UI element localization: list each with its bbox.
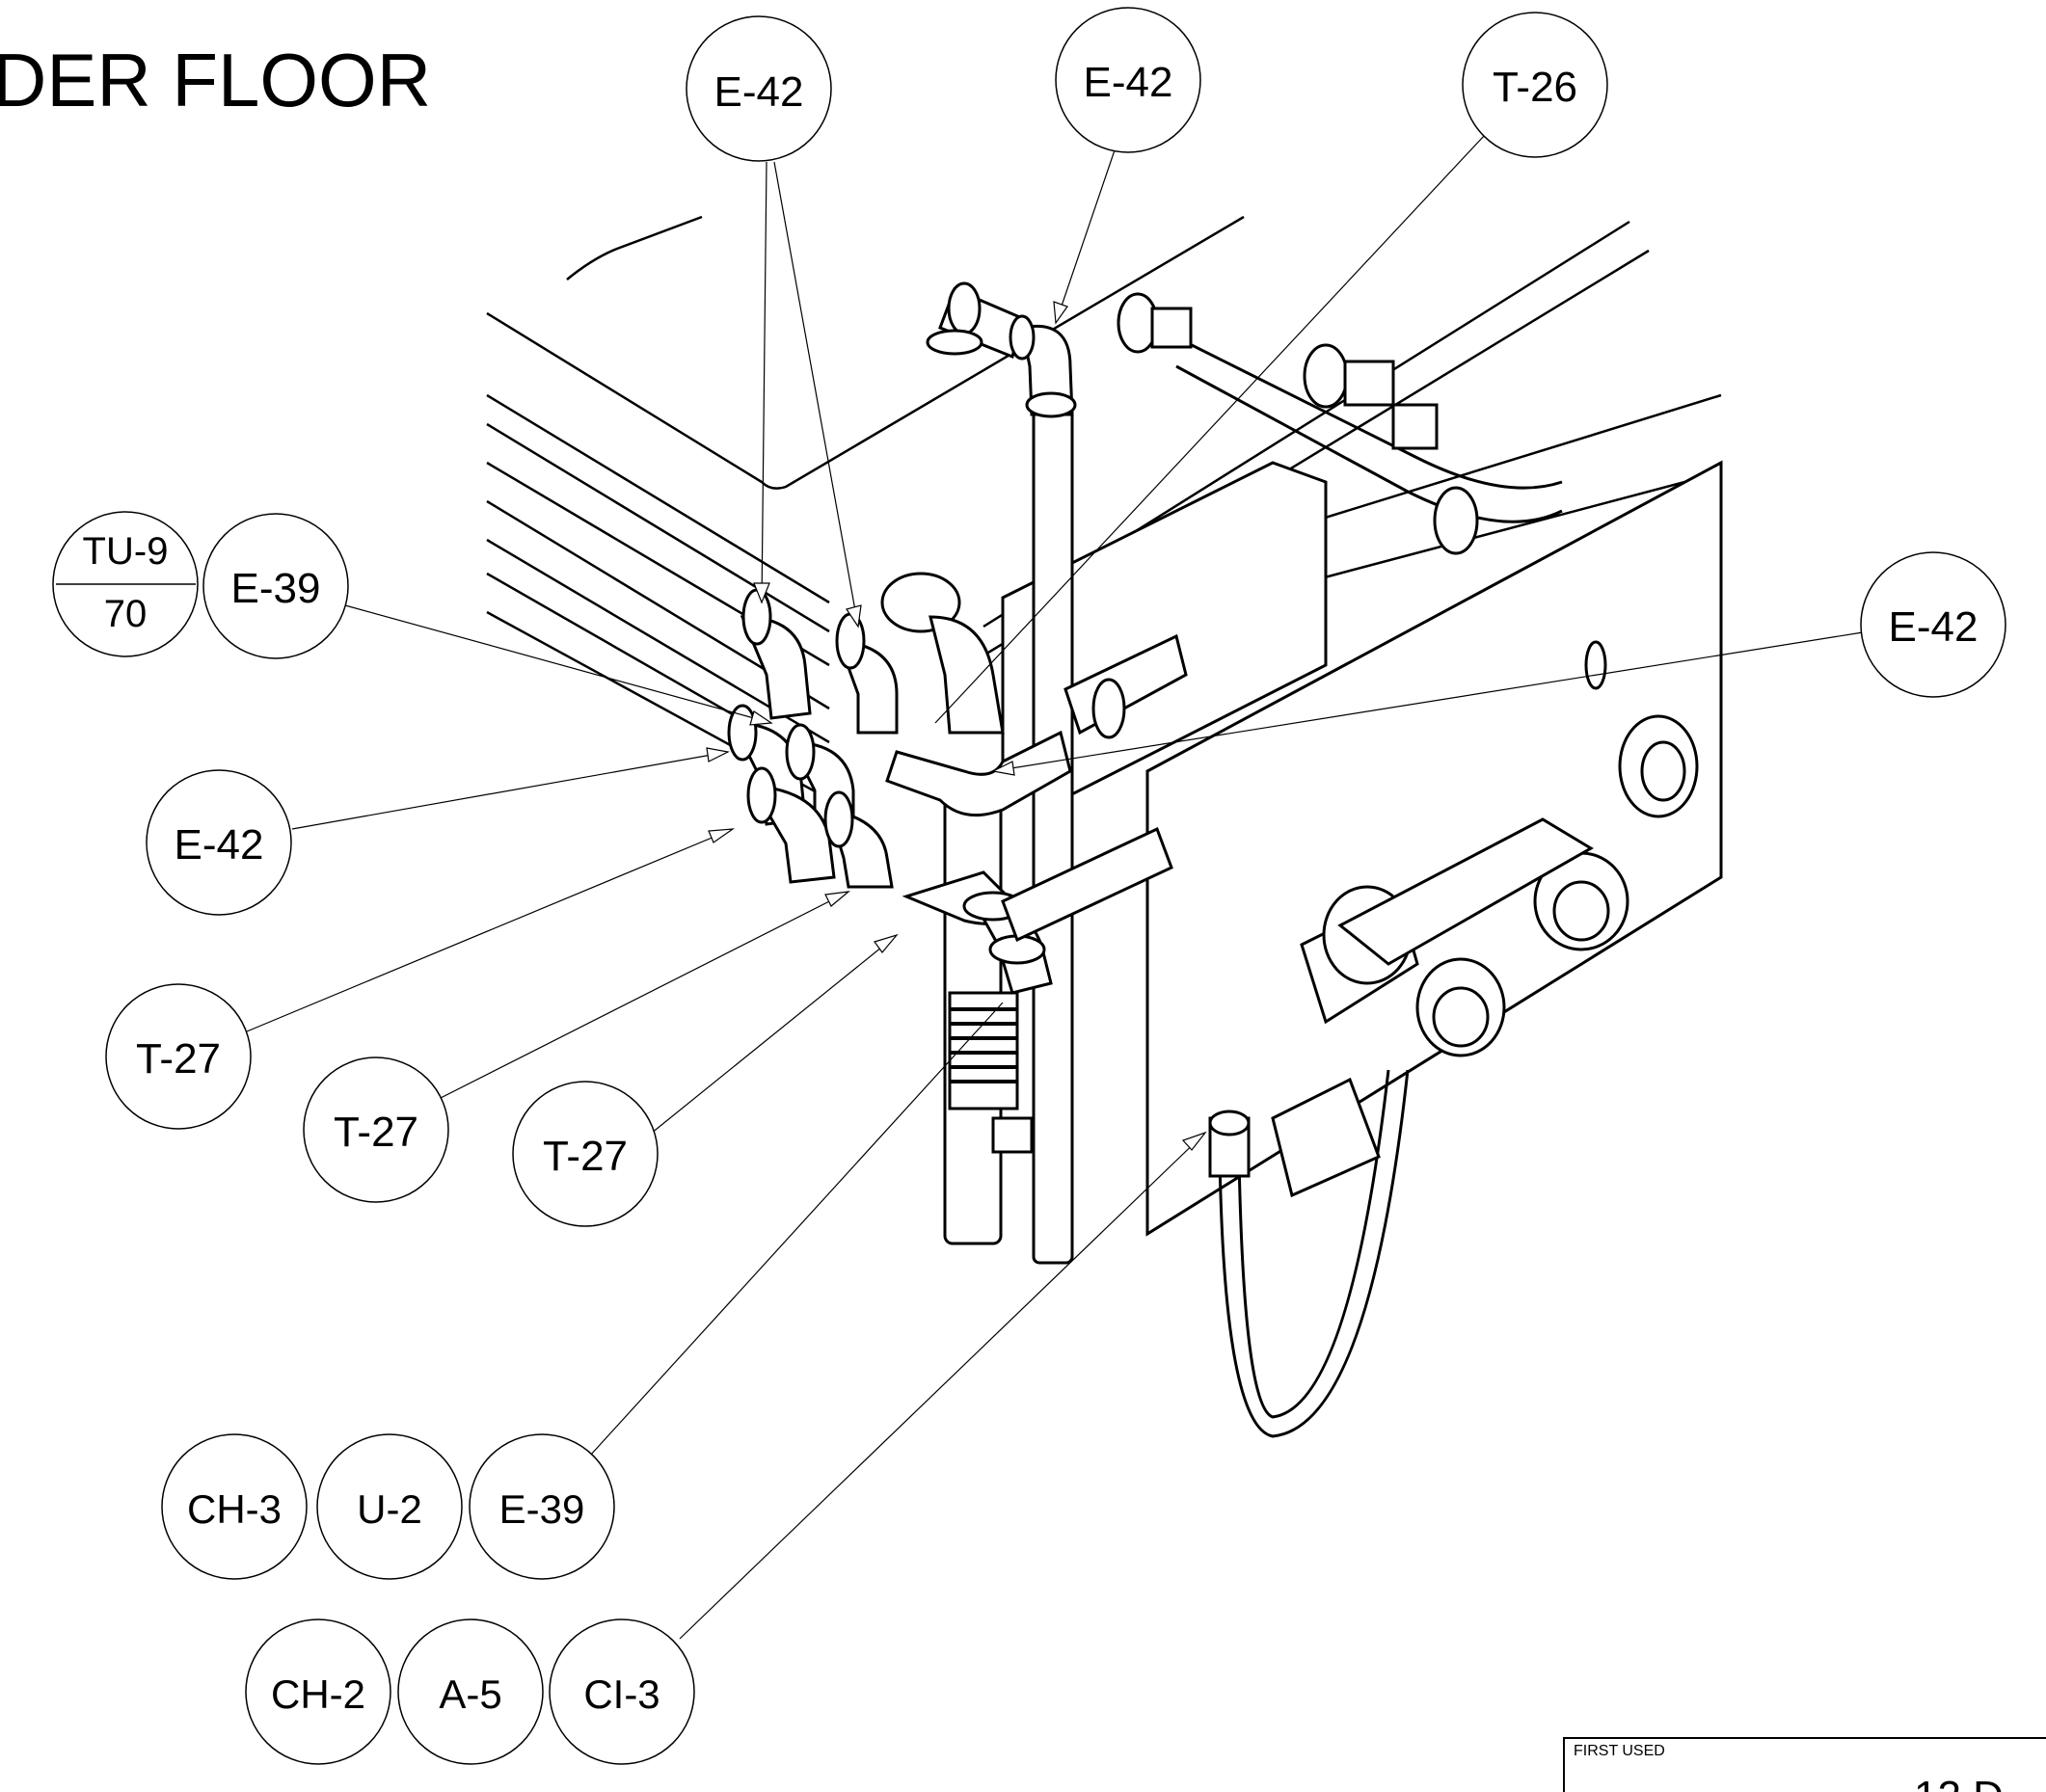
callout-e42-right: E-42: [1860, 551, 2006, 698]
callout-e42-top-middle: E-42: [1055, 7, 1201, 153]
upper-hoses: [1117, 292, 1563, 555]
svg-text:E-39: E-39: [499, 1486, 585, 1532]
callout-t27-right: T-27: [512, 1081, 659, 1227]
drawing-title: DER FLOOR: [0, 38, 431, 122]
callout-e42-top-left: E-42: [686, 15, 832, 162]
svg-text:CH-2: CH-2: [271, 1672, 365, 1717]
svg-text:T-26: T-26: [1493, 64, 1577, 111]
top-elbow-assembly: [926, 281, 1077, 418]
callout-e42-left: E-42: [146, 769, 292, 916]
first-used-label: FIRST USED: [1574, 1743, 1665, 1759]
lower-hose-and-jets: [1208, 640, 1699, 1438]
callout-group-ch3-u2-e39: CH-3 U-2 E-39: [161, 1433, 615, 1580]
first-used-stamp: FIRST USED 12 D: [1563, 1737, 2046, 1792]
svg-text:E-42: E-42: [1084, 59, 1173, 106]
svg-text:TU-9: TU-9: [83, 530, 169, 573]
svg-text:CH-3: CH-3: [187, 1486, 282, 1532]
callout-e39-upper: E-39: [202, 513, 349, 659]
leader-arrowheads: [706, 301, 1207, 1151]
callout-group-ch2-a5-ci3: CH-2 A-5 CI-3: [245, 1618, 695, 1765]
vertical-drain-pipes: [943, 403, 1074, 1265]
callout-t27-middle: T-27: [303, 1056, 449, 1203]
svg-text:70: 70: [104, 593, 148, 635]
svg-text:E-42: E-42: [714, 68, 804, 116]
svg-text:U-2: U-2: [357, 1486, 422, 1532]
svg-text:T-27: T-27: [543, 1133, 628, 1180]
svg-text:T-27: T-27: [136, 1035, 221, 1083]
svg-text:T-27: T-27: [334, 1109, 418, 1156]
svg-text:CI-3: CI-3: [583, 1672, 660, 1717]
elbow-manifold: [727, 572, 1188, 995]
svg-text:E-42: E-42: [1889, 603, 1979, 651]
callout-tu9-split: TU-9 70: [52, 511, 199, 657]
first-used-value: 12 D: [1914, 1773, 2004, 1792]
leader-lines: [246, 134, 1864, 1640]
svg-text:E-39: E-39: [231, 565, 321, 612]
callout-t27-left: T-27: [105, 983, 252, 1130]
svg-text:A-5: A-5: [439, 1672, 501, 1717]
callout-t26: T-26: [1462, 12, 1608, 158]
svg-text:E-42: E-42: [175, 821, 264, 869]
